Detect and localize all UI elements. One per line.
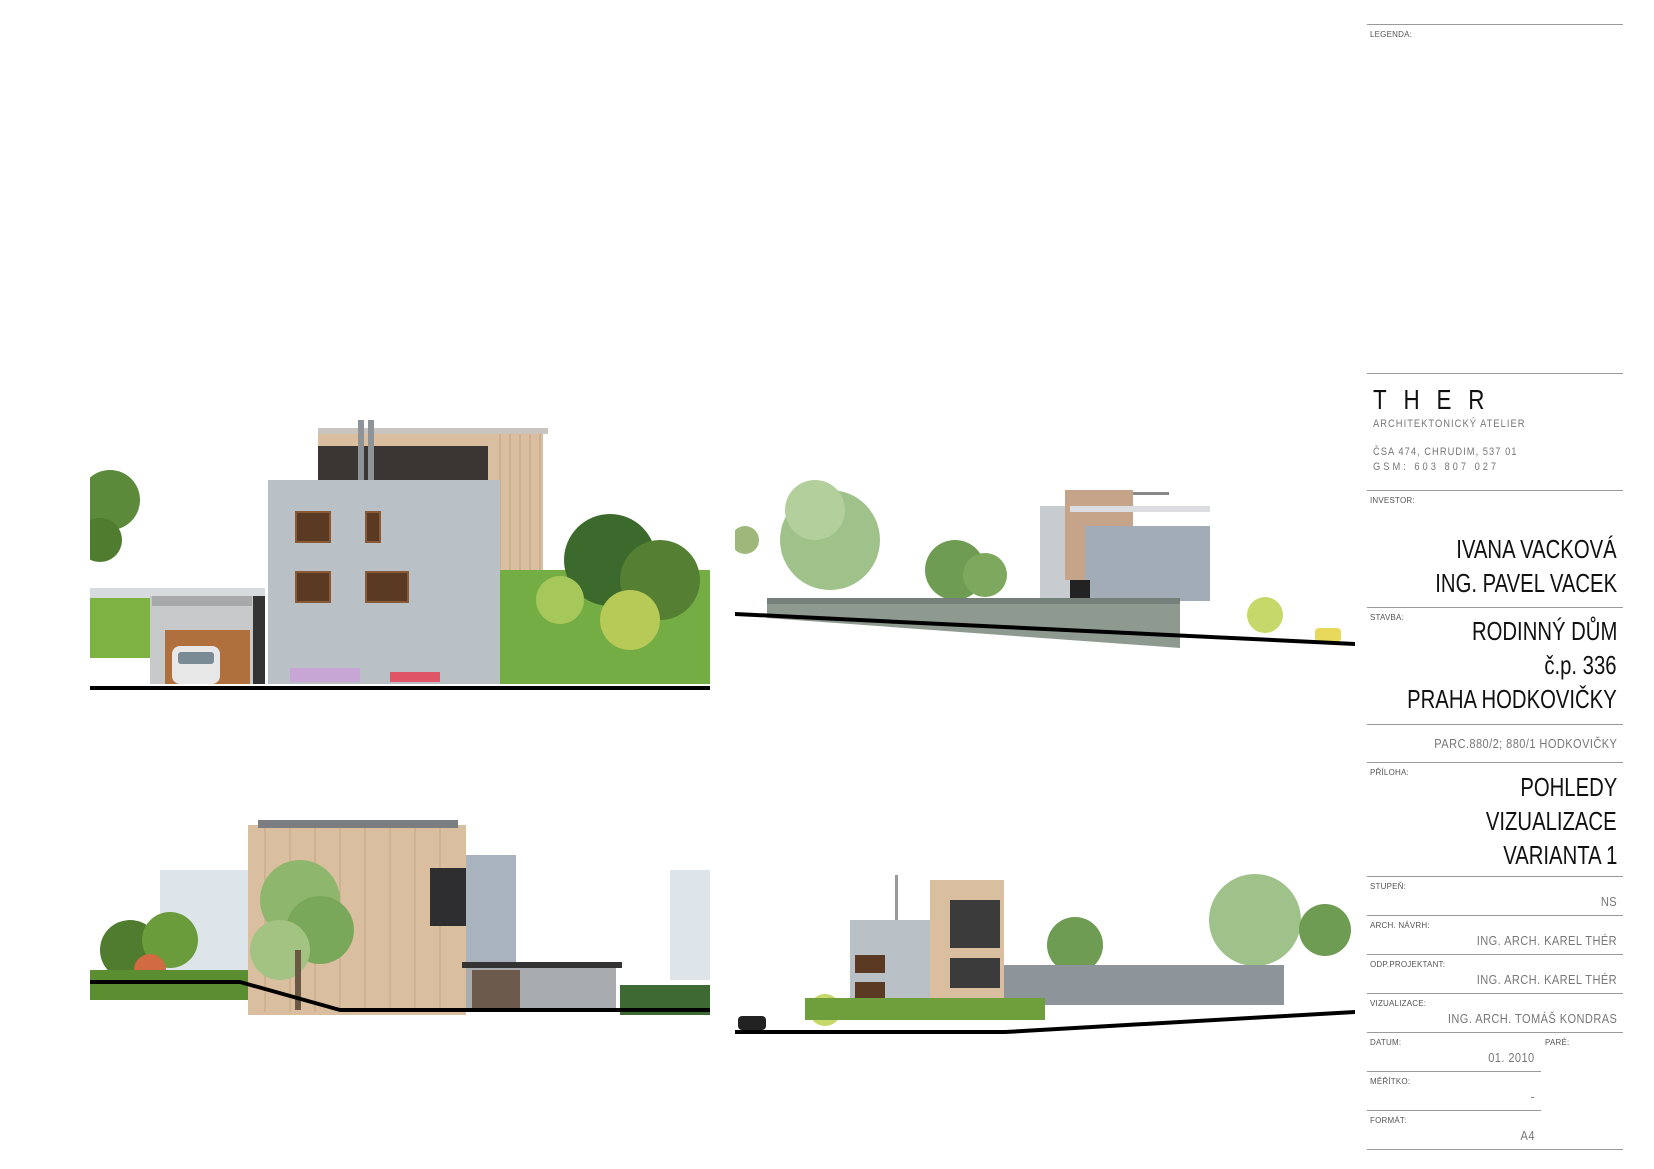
divider	[1367, 762, 1623, 763]
stavba-line-2: č.p. 336	[1544, 650, 1617, 680]
divider	[1367, 490, 1623, 491]
stavba-label: STAVBA:	[1370, 613, 1405, 622]
divider	[1367, 1032, 1623, 1033]
parcel-number: PARC.880/2; 880/1 HODKOVIČKY	[1433, 736, 1617, 751]
vizualizace-label: VIZUALIZACE:	[1370, 999, 1427, 1008]
meritko-value: -	[1530, 1089, 1535, 1104]
meritko-label: MĚŘÍTKO:	[1370, 1077, 1411, 1086]
investor-label: INVESTOR:	[1370, 496, 1415, 505]
divider	[1367, 876, 1623, 877]
elevation-view-side-right	[735, 470, 1355, 660]
investor-line-2: ING. PAVEL VACEK	[1435, 568, 1617, 598]
divider	[1367, 24, 1623, 25]
divider	[1367, 993, 1623, 994]
arch-navrh-value: ING. ARCH. KAREL THÉR	[1476, 933, 1617, 948]
priloha-line-3: VARIANTA 1	[1502, 840, 1617, 870]
datum-value: 01. 2010	[1488, 1050, 1535, 1065]
divider	[1367, 1149, 1623, 1150]
format-label: FORMÁT:	[1370, 1116, 1407, 1125]
elevation-view-side-left	[735, 870, 1355, 1060]
stupen-label: STUPEŇ:	[1370, 882, 1407, 891]
datum-label: DATUM:	[1370, 1038, 1402, 1047]
arch-navrh-label: ARCH. NÁVRH:	[1370, 921, 1430, 930]
pare-label: PARÉ:	[1545, 1038, 1570, 1047]
priloha-line-2: VIZUALIZACE	[1486, 806, 1617, 836]
priloha-label: PŘÍLOHA:	[1370, 768, 1409, 777]
stavba-line-1: RODINNÝ DŮM	[1471, 616, 1617, 646]
office-subtitle: ARCHITEKTONICKÝ ATELIER	[1373, 418, 1526, 430]
divider	[1367, 724, 1623, 725]
office-address: ČSA 474, CHRUDIM, 537 01	[1373, 446, 1518, 458]
stavba-line-3: PRAHA HODKOVIČKY	[1407, 684, 1617, 714]
vizualizace-value: ING. ARCH. TOMÁŠ KONDRAS	[1447, 1011, 1617, 1026]
divider	[1367, 1071, 1541, 1072]
odp-projektant-value: ING. ARCH. KAREL THÉR	[1476, 972, 1617, 987]
priloha-line-1: POHLEDY	[1520, 772, 1617, 802]
divider	[1367, 607, 1623, 608]
office-logo: THER	[1373, 384, 1502, 415]
stupen-value: NS	[1600, 894, 1617, 909]
investor-line-1: IVANA VACKOVÁ	[1456, 534, 1617, 564]
format-value: A4	[1520, 1128, 1535, 1143]
odp-projektant-label: ODP.PROJEKTANT:	[1370, 960, 1446, 969]
elevation-view-front	[90, 420, 710, 690]
divider	[1367, 915, 1623, 916]
legend-label: LEGENDA:	[1370, 30, 1413, 39]
divider	[1367, 373, 1623, 374]
divider	[1367, 954, 1623, 955]
title-block: LEGENDA: THER ARCHITEKTONICKÝ ATELIER ČS…	[1367, 0, 1623, 1169]
divider	[1367, 1110, 1541, 1111]
elevation-view-rear	[90, 820, 710, 1090]
office-phone: GSM: 603 807 027	[1373, 461, 1500, 473]
